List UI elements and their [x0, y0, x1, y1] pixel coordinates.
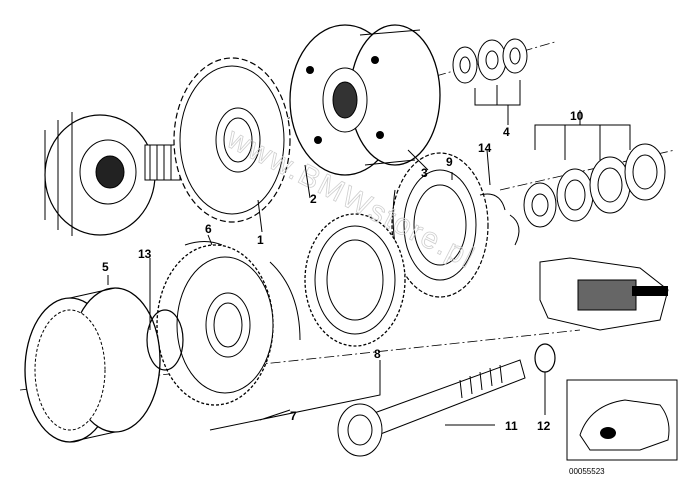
- callout-3: 3: [421, 166, 428, 180]
- callout-6: 6: [205, 222, 212, 236]
- callout-8: 8: [374, 347, 381, 361]
- part-7-clutch-disc: [156, 241, 301, 406]
- part-1-sprocket-plate: [173, 57, 291, 223]
- callout-14: 14: [478, 141, 492, 155]
- part-5-internal-gear: [24, 287, 161, 443]
- part-8-ring-gear: [304, 213, 406, 347]
- part-2-planet-carrier: [289, 24, 441, 176]
- part-9-gear: [391, 152, 489, 298]
- callout-9: 9: [446, 155, 453, 169]
- part-12-o-ring: [534, 343, 556, 373]
- callout-2: 2: [310, 192, 317, 206]
- callout-12: 12: [537, 419, 551, 433]
- part-10-thrust-bearing-set: [523, 143, 666, 228]
- part-4-bearing-washers: [452, 38, 528, 84]
- callout-leaders: [107, 80, 631, 431]
- callout-11: 11: [505, 419, 518, 433]
- clutch-drum-left: [44, 112, 181, 236]
- part-14-snap-ring: [479, 193, 520, 246]
- part-number-text: 00055523: [569, 467, 605, 476]
- callout-1: 1: [257, 233, 264, 247]
- transmission-inset: [539, 257, 669, 331]
- callout-7: 7: [290, 409, 297, 423]
- car-location-inset: 00055523: [566, 379, 678, 476]
- callout-4: 4: [503, 125, 510, 139]
- callout-5: 5: [102, 260, 109, 274]
- callout-10: 10: [570, 109, 584, 123]
- callout-13: 13: [138, 247, 152, 261]
- part-11-output-shaft: [337, 359, 526, 457]
- part-13-snap-ring: [146, 309, 184, 371]
